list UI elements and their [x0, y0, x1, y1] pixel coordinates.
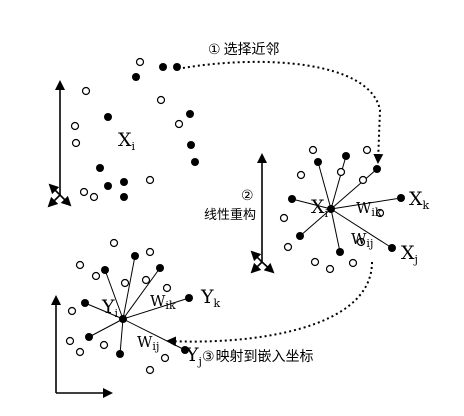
label-yj: Yj [185, 344, 202, 368]
neighborhood-cluster [279, 145, 405, 274]
label-xj: Xj [401, 242, 418, 266]
input-space-cloud [70, 57, 199, 202]
step2-number: ② [241, 188, 254, 204]
embedding-axes [51, 295, 113, 398]
label-xk: Xk [409, 188, 430, 212]
step2-label: 线性重构 [204, 207, 256, 223]
input-space-axes [47, 80, 72, 208]
label-yi: Yi [101, 296, 119, 320]
arrow-map-embedding [166, 261, 373, 347]
label-xi: Xi [118, 129, 136, 153]
label-wij-top: Wij [351, 230, 373, 250]
label-wik-top: Wik [356, 199, 382, 219]
step-arrows [166, 60, 384, 347]
label-wik-bottom: Wik [150, 292, 176, 312]
step3-label: ③映射到嵌入坐标 [202, 349, 314, 365]
label-wij-bottom: Wij [137, 333, 159, 353]
label-yk: Yk [200, 286, 221, 310]
label-xi-cluster: Xi [311, 196, 329, 220]
embedding-cluster [65, 238, 193, 375]
arrow-select-neighbors [182, 60, 384, 164]
reconstruction-axes [250, 153, 275, 274]
